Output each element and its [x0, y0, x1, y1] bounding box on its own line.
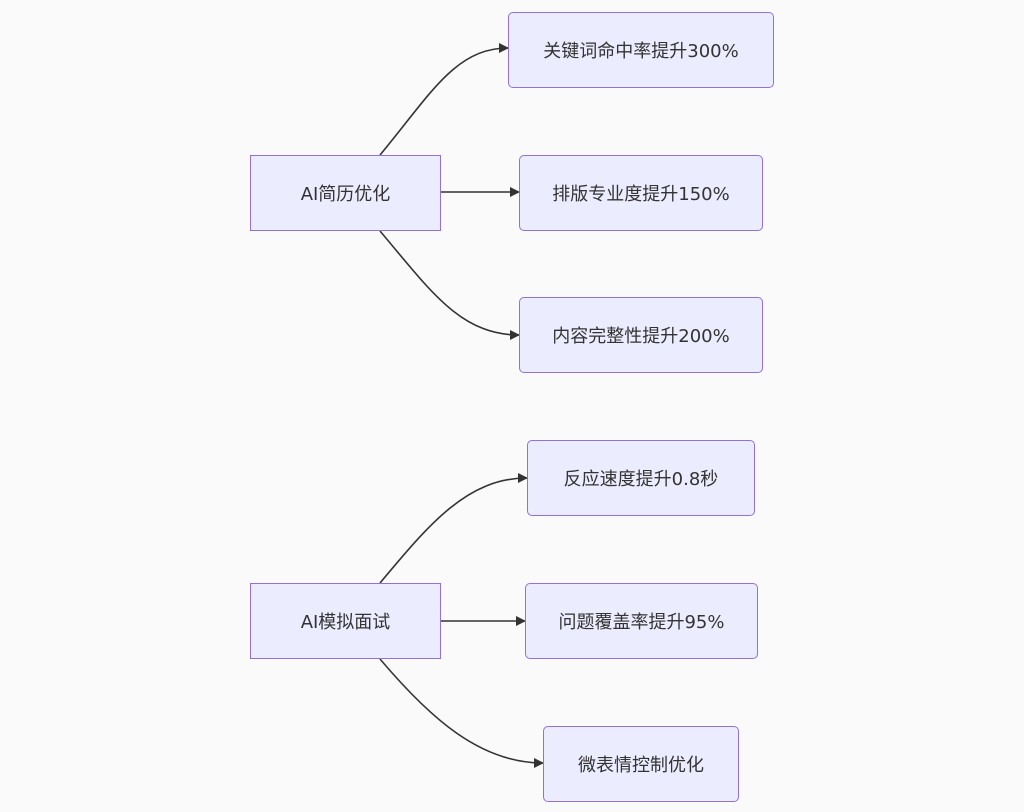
node-layout-professionalism: 排版专业度提升150% [519, 155, 763, 231]
node-ai-mock-interview: AI模拟面试 [250, 583, 441, 659]
node-label: 关键词命中率提升300% [543, 41, 739, 62]
edge-interview-to-speed [379, 473, 528, 584]
node-label: 问题覆盖率提升95% [558, 612, 725, 633]
node-label: 排版专业度提升150% [552, 184, 730, 205]
edge-resume-to-keyword [379, 43, 509, 156]
node-label: AI简历优化 [300, 184, 391, 205]
node-label: 内容完整性提升200% [552, 326, 730, 347]
node-label: AI模拟面试 [300, 612, 391, 633]
node-micro-expression-control: 微表情控制优化 [543, 726, 739, 802]
node-label: 微表情控制优化 [578, 755, 704, 776]
node-ai-resume-optimization: AI简历优化 [250, 155, 441, 231]
node-question-coverage: 问题覆盖率提升95% [525, 583, 758, 659]
node-label: 反应速度提升0.8秒 [563, 469, 719, 490]
edge-interview-to-expression [379, 658, 544, 768]
edge-resume-to-content [379, 230, 520, 340]
node-keyword-hit-rate: 关键词命中率提升300% [508, 12, 774, 88]
node-response-speed: 反应速度提升0.8秒 [527, 440, 755, 516]
node-content-completeness: 内容完整性提升200% [519, 297, 763, 373]
